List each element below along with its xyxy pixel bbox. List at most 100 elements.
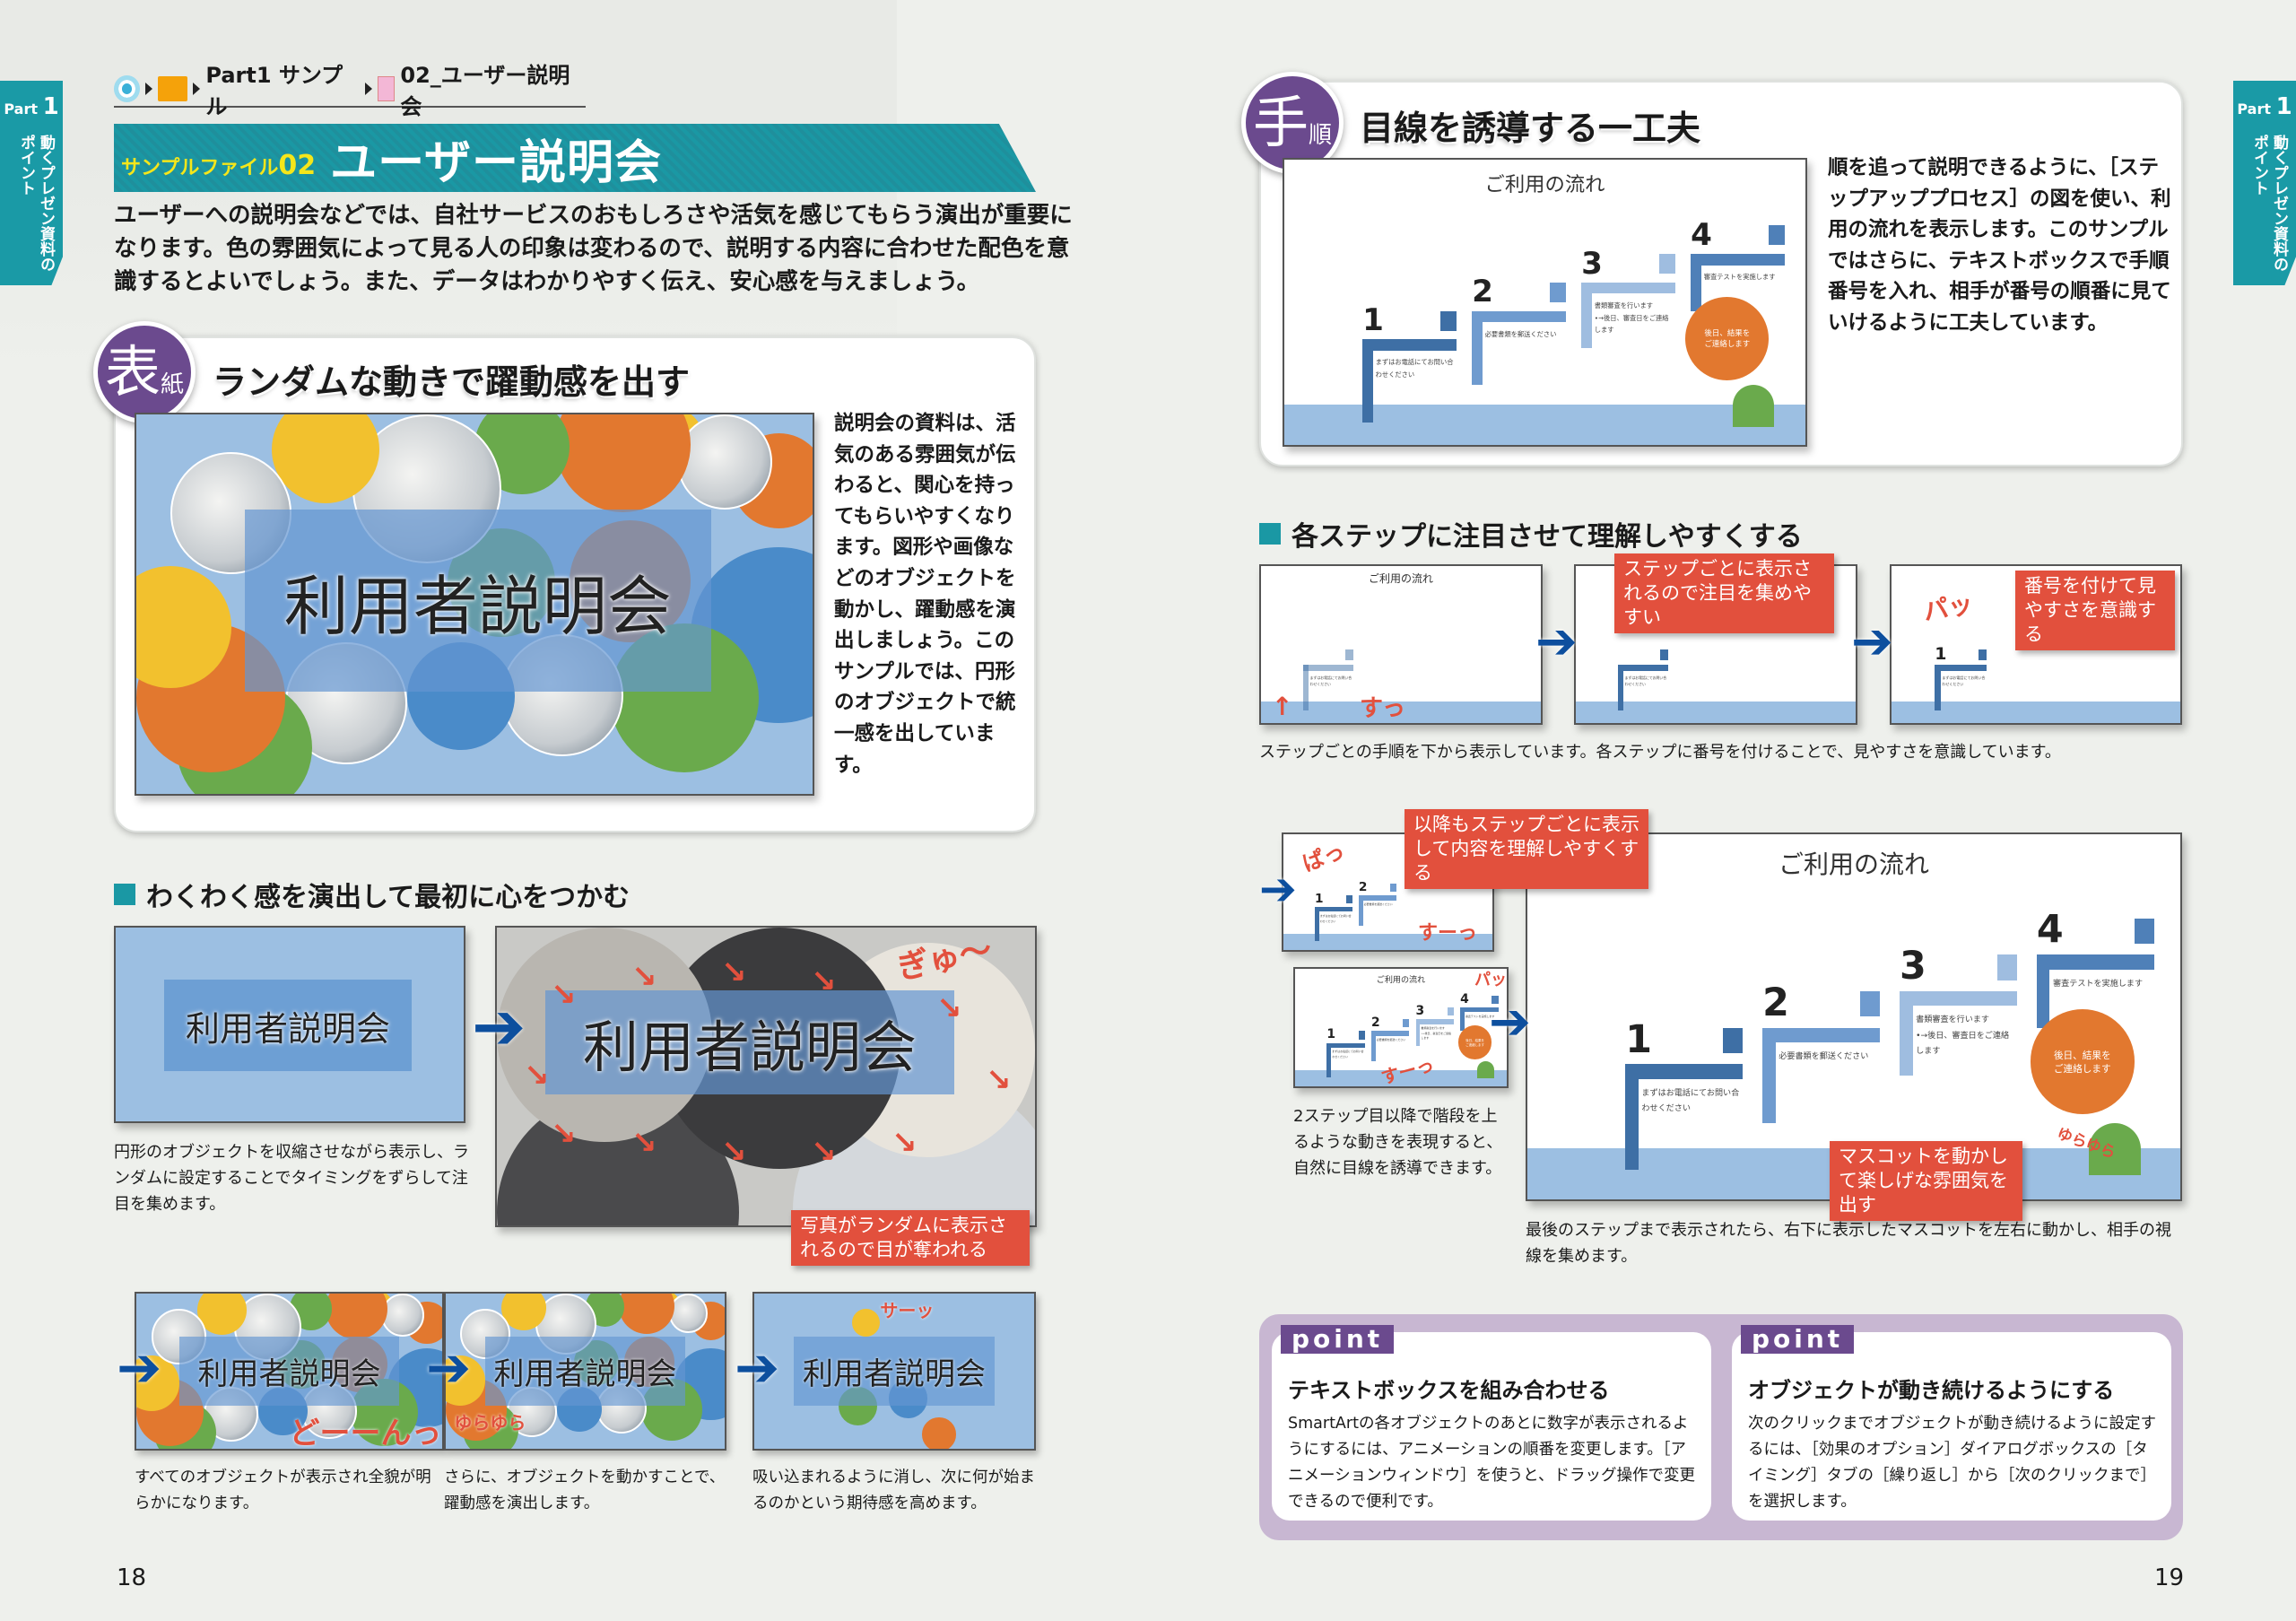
circle-shape (852, 1309, 881, 1338)
photo-circle (380, 1294, 424, 1337)
step-bar-vertical (1935, 665, 1941, 710)
step-text: 書類審査を行います •→後日、審査日をご連絡します (1916, 1015, 2010, 1056)
step-bar (1625, 1064, 1744, 1079)
arrow-right-icon: ➔ (1489, 993, 1531, 1051)
red-arrow-icon: ↘ (631, 1125, 657, 1161)
waku-caption: 円形のオブジェクトを収縮させながら表示し、ランダムに設定することでタイミングをず… (114, 1143, 469, 1214)
step-square (1550, 282, 1566, 302)
sfx-text: すっ (1360, 695, 1405, 722)
step-square (1447, 1007, 1454, 1016)
cover-description: 説明会の資料は、活気のある雰囲気が伝わると、関心を持ってもらいやすくなります。図… (834, 412, 1016, 777)
step-bar-vertical (1899, 991, 1913, 1076)
red-arrow-icon: ↘ (631, 959, 657, 995)
step-bar-vertical (1617, 665, 1624, 710)
sample-file-label: サンプルファイル02 (121, 149, 317, 181)
sfx-text: パッ (1920, 588, 1976, 627)
arrow-right-icon: ➔ (735, 1337, 780, 1399)
waku-step-slide: 利用者説明会 サーッ (752, 1292, 1036, 1451)
mascot (1476, 1061, 1494, 1079)
red-arrow-icon: ↘ (936, 990, 962, 1026)
badge-cover: 表紙 (93, 321, 196, 423)
step-bar (1935, 665, 1987, 672)
cover-slide-image: 利用者説明会 (135, 413, 814, 796)
step-square (1358, 1031, 1365, 1040)
step-number: 1 (1326, 1026, 1336, 1041)
step-bar-vertical (2036, 954, 2050, 1028)
file-icon (377, 76, 396, 101)
circle-shape (446, 1355, 485, 1407)
step-text: 必要書類を郵送ください (1779, 1052, 1869, 1062)
waku-heading: わくわく感を演出して最初に心をつかむ (114, 875, 630, 914)
step-square (1403, 1019, 1410, 1028)
step-bar-vertical (1415, 1019, 1421, 1047)
step-bar-vertical (1370, 1031, 1376, 1062)
step-heading: 各ステップに注目させて理解しやすくする (1259, 514, 1803, 553)
step-bar (1691, 253, 1785, 266)
waku-step-slide: 利用者説明会どーーんっ (135, 1292, 444, 1451)
callout: マスコットを動かして楽しげな雰囲気を出す (1830, 1141, 2022, 1221)
step-caption: ステップごとの手順を下から表示しています。各ステップに番号を付けることで、見やす… (1259, 743, 2061, 762)
step-bar (1302, 665, 1353, 672)
step-text: 必要書類を郵送ください (1363, 902, 1393, 907)
sfx-text: サーッ (880, 1300, 935, 1322)
slide-title: 利用者説明会 (793, 1337, 996, 1406)
arrow-right-icon: ➔ (472, 989, 526, 1064)
step-text: まずはお電話にてお問い合わせください (1375, 358, 1454, 379)
step-bar-vertical (1302, 665, 1309, 710)
arrow-right-icon: ➔ (1535, 613, 1578, 671)
slide-title: ご利用の流れ (1376, 975, 1426, 985)
step-bar-vertical (1472, 310, 1483, 386)
step-square (1344, 649, 1353, 660)
arrow-right-icon: ➔ (426, 1337, 472, 1399)
red-arrow-icon: ↘ (551, 977, 577, 1013)
slide-footer-band (1295, 1069, 1507, 1086)
step-number: 1 (1314, 891, 1324, 906)
step-caption: 吸い込まれるように消し、次に何が始まるのかという期待感を高めます。 (752, 1468, 1035, 1512)
step-text: 審査テストを実施します (1703, 273, 1776, 282)
step-text: 必要書類を郵送ください (1484, 329, 1557, 338)
step-text: まずはお電話にてお問い合わせください (1942, 675, 1986, 687)
procedure-description: 順を追って説明できるように、［ステップアッププロセス］の図を使い、利用の流れを表… (1828, 156, 2171, 335)
circle-shape (555, 414, 691, 512)
callout: 写真がランダムに表示されるので目が奪われる (791, 1210, 1030, 1266)
step-text: まずはお電話にてお問い合わせください (1332, 1050, 1364, 1059)
step-text: 審査テストを実施します (1465, 1015, 1495, 1019)
step-number: 2 (1762, 980, 1789, 1025)
page-title: ユーザー説明会 (330, 135, 663, 190)
page-number-right: 19 (2154, 1564, 2185, 1591)
circle-shape (326, 1294, 387, 1339)
sfx-text: ゆらゆら (454, 1412, 526, 1434)
circle-shape (136, 1355, 179, 1411)
step-bar (1358, 895, 1396, 901)
step-text: 書類審査を行います •→後日、審査日をご連絡します (1421, 1026, 1451, 1041)
waku-slide-start: 利用者説明会 (114, 926, 465, 1123)
step-number: 2 (1472, 274, 1493, 310)
step-number: 2 (1370, 1015, 1380, 1030)
step-bar (1899, 991, 2017, 1007)
step-number: 1 (1362, 302, 1384, 339)
step-square (1440, 310, 1457, 331)
mascot (1732, 385, 1775, 427)
step-bar (1762, 1027, 1881, 1042)
step-bar-vertical (1362, 339, 1373, 423)
slide-title: ご利用の流れ (1778, 850, 1929, 880)
page-number-left: 18 (117, 1564, 147, 1591)
mascot (2089, 1122, 2142, 1175)
circle-shape (136, 566, 231, 688)
step-square (1860, 991, 1881, 1017)
step-bar-vertical (1314, 907, 1319, 941)
step-text: 審査テストを実施します (2053, 979, 2144, 989)
callout: ステップごとに表示されるので注目を集めやすい (1614, 553, 1834, 633)
step-bar (1472, 310, 1566, 323)
part-tab-right: Part 1 動くプレゼン資料のポイント (2233, 81, 2296, 285)
red-arrow-icon: ↘ (551, 1116, 577, 1152)
callout: 以降もステップごとに表示して内容を理解しやすくする (1405, 809, 1648, 889)
step-bar-vertical (1581, 282, 1592, 348)
point-box: point テキストボックスを組み合わせる SmartArtの各オブジェクトのあ… (1259, 1314, 2183, 1540)
step-bar (1362, 339, 1457, 352)
callout: 番号を付けて見やすさを意識する (2015, 571, 2175, 650)
final-left-caption: 2ステップ目以降で階段を上るような動きを表現すると、自然に目線を誘導できます。 (1293, 1107, 1503, 1178)
title-banner: サンプルファイル02 ユーザー説明会 (114, 124, 1036, 192)
speech-balloon: 後日、結果をご連絡します (1685, 296, 1770, 380)
